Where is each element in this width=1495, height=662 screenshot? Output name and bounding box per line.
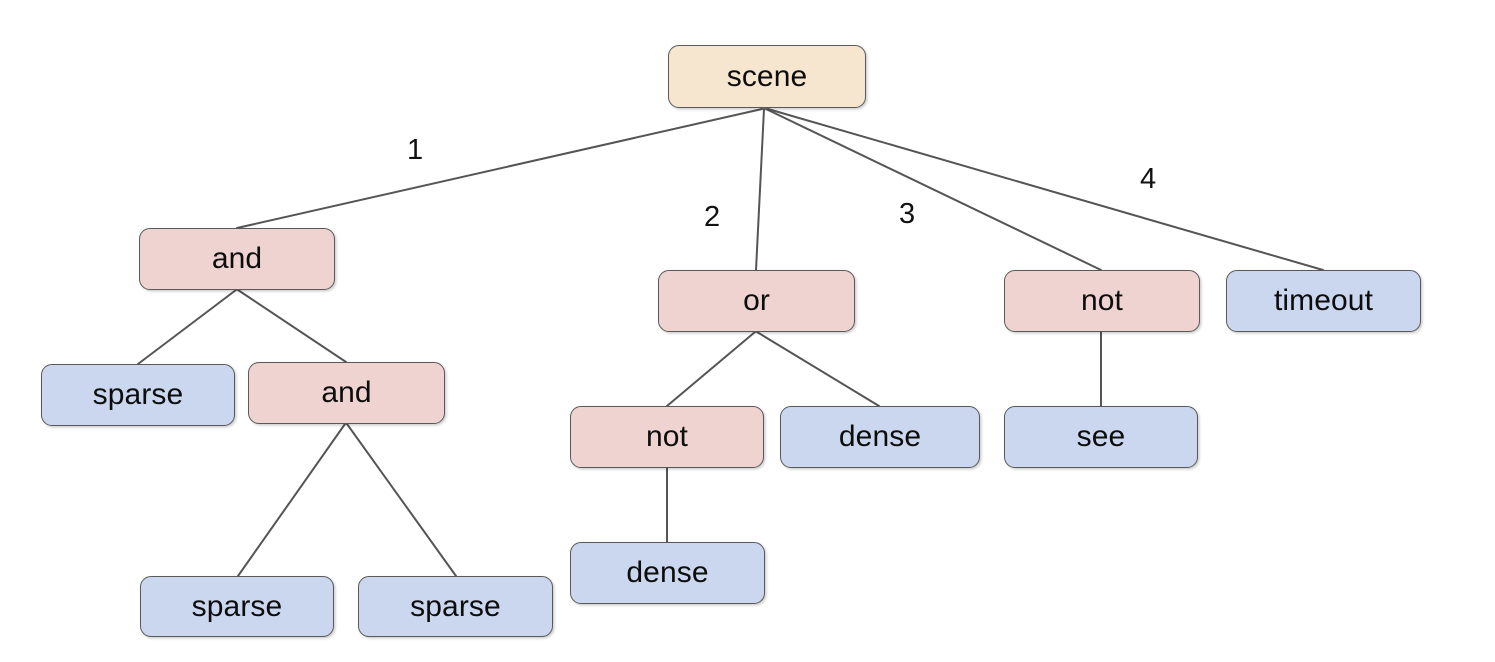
tree-node-and2[interactable]: and [248, 362, 445, 424]
tree-node-see1[interactable]: see [1004, 406, 1198, 468]
tree-edge [755, 108, 765, 271]
tree-node-sparse2[interactable]: sparse [140, 576, 334, 637]
edge-label-1: 1 [407, 134, 424, 166]
tree-node-or1[interactable]: or [658, 270, 855, 332]
tree-node-dense1[interactable]: dense [780, 406, 980, 468]
tree-node-not2[interactable]: not [570, 406, 764, 468]
tree-edge [237, 289, 347, 363]
tree-node-not1[interactable]: not [1004, 270, 1200, 332]
tree-node-sparse3[interactable]: sparse [358, 576, 553, 637]
tree-edge [765, 108, 1102, 271]
tree-edge [756, 331, 880, 407]
tree-edge [137, 289, 237, 365]
tree-node-scene[interactable]: scene [668, 45, 866, 108]
tree-node-timeout1[interactable]: timeout [1226, 270, 1421, 332]
tree-node-sparse1[interactable]: sparse [41, 364, 235, 426]
tree-edge [346, 423, 457, 577]
tree-edge [237, 423, 346, 577]
edge-label-3: 3 [899, 198, 916, 230]
tree-node-dense2[interactable]: dense [570, 542, 765, 604]
edge-label-4: 4 [1140, 163, 1157, 195]
tree-edge [767, 108, 1324, 271]
tree-node-and1[interactable]: and [139, 228, 335, 290]
tree-edge [236, 108, 763, 229]
tree-edge [666, 331, 756, 407]
edge-label-2: 2 [704, 201, 721, 233]
